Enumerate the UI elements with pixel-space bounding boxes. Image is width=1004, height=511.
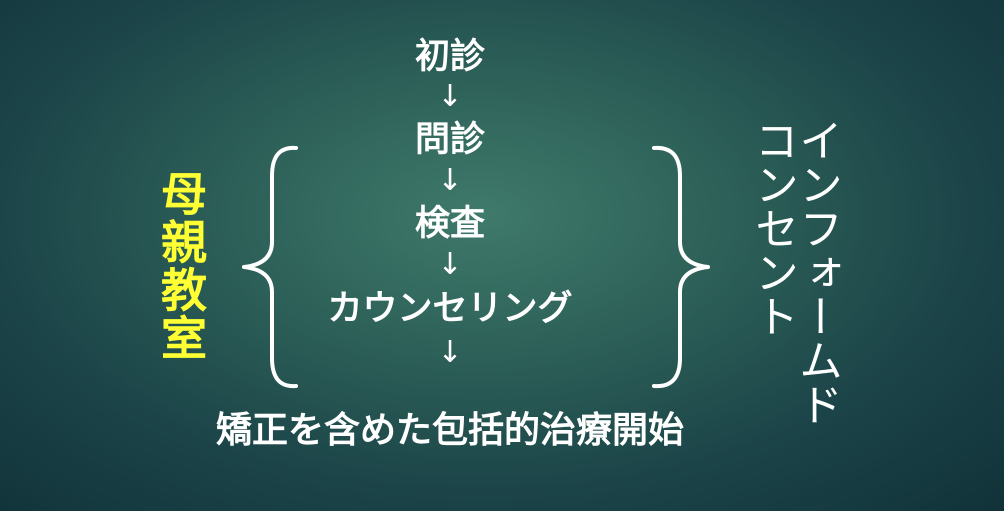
mother-class-label: 母親教室: [154, 170, 208, 362]
treatment-start-label: 矯正を含めた包括的治療開始: [215, 410, 684, 451]
right-brace: [652, 145, 710, 389]
arrow-down: ↓: [437, 163, 463, 198]
step-counseling: カウンセリング: [327, 289, 573, 329]
step-first-visit: 初診: [414, 37, 485, 77]
arrow-down: ↓: [437, 79, 463, 114]
step-interview: 問診: [414, 120, 485, 160]
informed-consent-label: インフォームドコンセント: [747, 118, 842, 426]
left-brace: [242, 145, 298, 389]
arrow-down: ↓: [437, 247, 463, 282]
arrow-down: ↓: [437, 335, 463, 370]
step-examination: 検査: [414, 204, 485, 244]
